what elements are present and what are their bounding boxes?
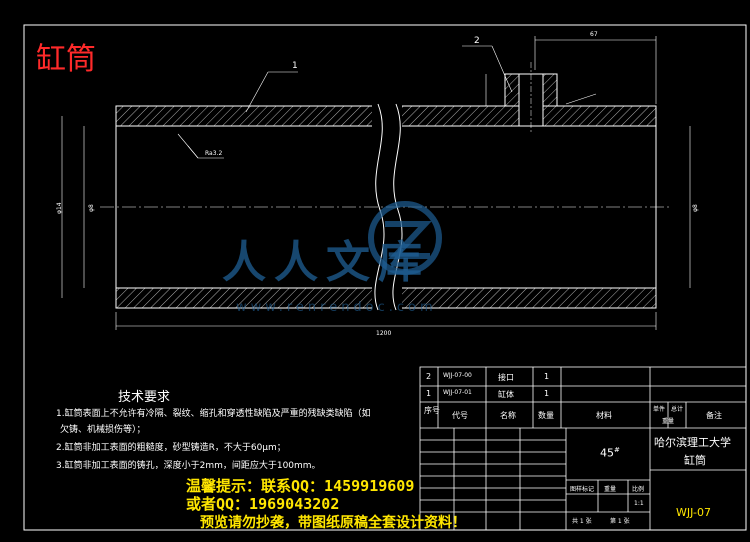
dim-diam-outer-left: φ14 (56, 202, 63, 214)
break-line-right (392, 103, 403, 311)
header-unit-weight: 单件 (653, 406, 666, 413)
tech-line-4: 3.缸筒非加工表面的铸孔，深度小于2mm，间距应大于100mm。 (56, 461, 321, 471)
part-name: 缸筒 (684, 454, 706, 467)
tech-line-3: 2.缸筒非加工表面的粗糙度，砂型铸造R，不大于60μm； (56, 443, 286, 453)
sheet-number: 第 1 张 (610, 518, 630, 525)
header-no: 序号 (424, 406, 440, 415)
watermark-text: 人人文库 (222, 237, 430, 288)
header-name: 名称 (500, 411, 516, 420)
header-total-weight: 总计 (671, 406, 684, 413)
header-weight: 重量 (662, 418, 675, 425)
callout-part-1: 1 (292, 61, 298, 71)
cylinder-tube-drawing (100, 62, 672, 311)
note-contact-2: 或者QQ：1969043202 (186, 495, 340, 513)
header-qty: 数量 (538, 411, 554, 420)
row2-no: 2 (426, 372, 432, 381)
dim-roughness: Ra3.2 (205, 150, 223, 157)
break-line-left (374, 103, 385, 311)
row1-code: WJJ-07-01 (443, 389, 472, 396)
header-material: 材料 (596, 411, 612, 420)
dim-top-width: 67 (590, 31, 598, 38)
university-name: 哈尔滨理工大学 (654, 436, 731, 449)
watermark-url: www.renrendoc.com (236, 300, 437, 315)
row2-name: 接口 (498, 373, 514, 382)
row2-qty: 1 (544, 372, 550, 381)
row1-name: 缸体 (498, 390, 514, 399)
drawing-border (23, 24, 747, 531)
note-warning: 预览请勿抄袭，带图纸原稿全套设计资料！ (200, 515, 466, 531)
callout-part-2: 2 (474, 36, 480, 46)
tech-line-2: 欠铸、机械损伤等）； (60, 425, 146, 435)
dim-diam-inner-left: φ8 (88, 204, 95, 212)
port-right-wall (542, 73, 558, 107)
header-remark: 备注 (706, 411, 722, 420)
material-number: 45 (600, 446, 614, 460)
dimension-lines (61, 36, 691, 330)
dim-diam-right: φ8 (692, 204, 699, 212)
drawing-number: WJJ-07 (676, 506, 711, 519)
tech-requirements-heading: 技术要求 (118, 390, 171, 405)
stage-label: 图样标记 (570, 486, 595, 493)
material-sup: # (614, 446, 620, 454)
row1-qty: 1 (544, 389, 550, 398)
note-contact-1: 温馨提示：联系QQ：1459919609 (186, 477, 415, 495)
header-code: 代号 (452, 411, 468, 420)
weight-label: 重量 (604, 486, 617, 493)
row1-no: 1 (426, 389, 432, 398)
sheet-count: 共 1 张 (572, 518, 592, 525)
scale-label: 比例 (632, 486, 645, 493)
page-title: 缸筒 (36, 42, 96, 77)
scale-value: 1:1 (634, 500, 644, 507)
watermark-logo (368, 201, 442, 275)
tech-line-1: 1.缸筒表面上不允许有冷隔、裂纹、缩孔和穿透性缺陷及严重的残缺类缺陷（如 (56, 409, 371, 419)
row2-code: WJJ-07-00 (443, 372, 472, 379)
title-block (419, 366, 747, 531)
dim-length: 1200 (376, 330, 392, 337)
material-value: 45# (600, 446, 620, 460)
port-left-wall (504, 73, 520, 107)
